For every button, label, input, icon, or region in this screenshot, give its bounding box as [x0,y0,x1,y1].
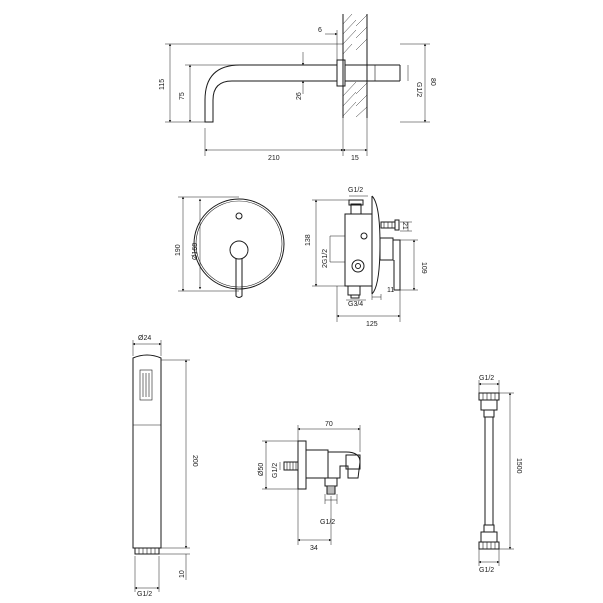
mixer-dim-109: 109 [420,262,427,274]
mixer-dim-138: 138 [305,234,312,246]
mixer-dim-thread-side: 2G1/2 [322,249,329,268]
mixer-cover-plate [193,198,285,290]
spout-dim-6: 6 [318,27,322,34]
mixer-valve-body [344,213,373,287]
wall-outlet-dim-70: 70 [325,421,333,428]
hand-shower-body [132,354,162,549]
wall-outlet-drawing: 70 Ø50 G1/2 G1/2 34 [258,421,361,552]
spout-dim-210: 210 [268,155,280,162]
hand-shower-dim-thread: G1/2 [137,591,152,598]
spout-dim-75: 75 [179,92,186,100]
mixer-side-view: 138 G1/2 2G1/2 21 109 11 G3/4 125 [305,187,427,328]
mixer-side-knob [379,237,394,261]
mixer-dim-thread-top: G1/2 [348,187,363,194]
wall-section [342,13,368,118]
shower-hose-drawing: G1/2 1500 G1/2 [478,375,522,574]
spout-dim-thread: G1/2 [415,82,422,97]
hand-shower-dim-diameter: Ø24 [138,335,151,342]
shower-holder [327,451,361,479]
mixer-dim-diameter: Ø168 [192,243,199,260]
shower-nozzles [139,369,153,401]
mixer-side-plate [371,195,381,295]
spout-rosette [336,59,346,87]
wall-outlet-dim-diameter: Ø50 [258,463,265,476]
hose-dim-thread-top: G1/2 [479,375,494,382]
mixer-dim-190: 190 [175,244,182,256]
wall-outlet-body [305,449,329,479]
hand-shower-drawing: Ø24 200 10 G1/2 [132,335,198,598]
wall-outlet-plate [297,440,307,490]
hand-shower-dim-200: 200 [191,455,198,467]
hose-dim-thread-bottom: G1/2 [479,567,494,574]
spout-dim-26: 26 [296,92,303,100]
spout-drawing: 6 115 75 26 G1/2 80 210 15 [159,13,436,162]
spout-dim-80: 80 [429,78,436,86]
wall-outlet-dim-34: 34 [310,545,318,552]
spout-dim-15: 15 [351,155,359,162]
mixer-lever [235,259,243,298]
mixer-dim-thread-bottom: G3/4 [348,301,363,308]
spout-dim-115: 115 [159,79,166,90]
hose-dim-length: 1500 [515,458,522,474]
mixer-dim-125: 125 [366,321,378,328]
mixer-dim-11: 11 [387,287,394,294]
hand-shower-dim-10: 10 [179,570,186,578]
mixer-front-view: 190 Ø168 [175,196,285,298]
mixer-knob [229,240,249,260]
mixer-dim-21: 21 [401,222,408,230]
spout-body [204,64,337,123]
diverter-knob [235,212,243,220]
wall-outlet-dim-thread-bottom: G1/2 [320,519,335,526]
wall-outlet-dim-thread-side: G1/2 [272,463,279,478]
